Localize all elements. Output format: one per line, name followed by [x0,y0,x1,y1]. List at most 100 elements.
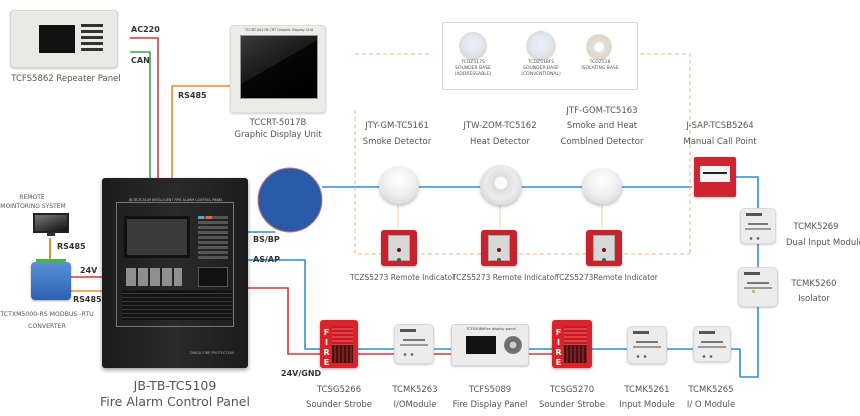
repeater-panel-label: TCFS5862 Repeater Panel [11,74,121,84]
wire-label-as-ap: AS/AP [253,255,280,264]
graphic-display-unit: TCCRT-5017B CRT Graphic Display Unit [230,25,326,113]
base-3-line2: ISOLATING BASE [581,66,619,71]
isolator-name: Isolator [798,294,830,304]
control-panel-name: Fire Alarm Control Panel [100,394,250,409]
wire-24v-gnd [248,287,320,355]
isolator-model: TCMK5260 [791,279,837,289]
base-1-line3: (ADDRESSABLE) [454,72,492,77]
panel-keypad [198,216,228,260]
graphic-display-screen [240,35,318,99]
remote-indicator-2 [481,230,517,266]
call-point-arrows-icon [703,172,727,174]
repeater-keypad [81,24,103,54]
bottom-6-name: I/ O Module [686,400,736,410]
fire-alarm-control-panel: JB-TB-TC5109 INTELLIGENT FIRE ALARM CONT… [102,178,248,368]
base-3-line1: TCDZ518 [589,60,611,65]
isolator-led [752,290,755,293]
panel-lcd [124,216,190,258]
wire-label-rs485-top: RS485 [178,91,207,100]
dashed-zone-right [640,53,691,254]
io-module-5263 [394,324,434,364]
bottom-4-model: TCSG5270 [549,385,595,395]
converter-line2: CONVERTER [28,323,66,330]
fire-display-screen [466,336,496,354]
repeater-screen [39,25,75,53]
dual-input-model: TCMK5269 [793,222,839,232]
fire-display-caption: TCFS5089Fire display panel [466,327,516,331]
detector-3-name2: Combined Detector [560,137,644,147]
heat-detector [480,165,522,205]
graphic-display-model: TCCRT-5017B [249,118,307,128]
sounder-base-addressable [459,32,487,60]
bottom-5-name: Input Module [619,400,675,410]
panel-key-blue [198,216,204,219]
panel-key-orange [206,216,212,219]
manual-call-point [694,157,736,197]
wire-ac220 [130,37,159,178]
wire-label-rs485-monitor: RS485 [57,242,86,251]
dashed-zone-border [354,110,690,255]
wire-label-24v: 24V [80,266,98,275]
panel-status-leds [126,268,182,286]
remote-indicator-2-label: TCZS5273 Remote Indicator [452,273,558,282]
panel-frame [116,202,234,327]
bottom-5-model: TCMK5261 [624,385,670,395]
monitor-icon [33,213,69,233]
base-label-1: TCDZ517S SOUNDER BASE (ADDRESSABLE) [443,60,503,78]
detector-2-name: Heat Detector [470,137,530,147]
smoke-detector [379,166,419,204]
detector-3-model: JTF-GOM-TC5163 [566,106,638,116]
converter-terminal [36,259,66,263]
fire-display-panel: TCFS5089Fire display panel [451,324,529,366]
isolator-module [738,267,778,307]
base-label-2: TCDZ518FS SOUNDER BASE (CONVENTIONAL) [511,60,571,78]
panel-header: JB-TB-TC5109 INTELLIGENT FIRE ALARM CONT… [124,198,228,202]
converter-line1: TCTXM5000-RS MODBUS -RTU [0,311,94,318]
dual-input-name: Dual Input Module [786,238,860,248]
wire-label-ac220: AC220 [131,25,160,34]
combined-detector [582,168,622,204]
bottom-2-name: I/OModule [393,400,437,410]
bottom-6-model: TCMK5265 [688,385,734,395]
detector-1-name: Smoke Detector [362,137,432,147]
modbus-converter [31,259,71,300]
repeater-panel [10,10,118,68]
bottom-3-name: Fire Display Panel [452,400,528,410]
call-point-name: Manual Call Point [683,137,757,147]
wire-as-ap [248,259,320,350]
bases-box [442,22,638,90]
bottom-1-model: TCSG5266 [316,385,362,395]
detector-3-name: Smoke and Heat [566,121,638,131]
monitor-stand [47,233,55,236]
input-module-5261 [627,326,667,364]
wire-can [130,51,151,178]
base-1-line2: SOUNDER BASE [455,66,491,71]
call-point-model: J-SAP-TCSB5264 [686,121,754,131]
remote-indicator-1 [381,230,417,266]
base-label-3: TCDZ518 ISOLATING BASE [570,60,630,72]
sounder-base-conventional [526,31,556,61]
graphic-display-caption: TCCRT-5017B CRT Graphic Display Unit [244,28,314,32]
panel-zone-leds [122,290,232,320]
base-2-line2: SOUNDER BASE [523,66,559,71]
fire-display-dpad-icon [504,336,522,354]
base-2-line1: TCDZ518FS [527,60,555,65]
wire-label-24v-gnd: 24V/GND [281,369,322,378]
graphic-display-name: Graphic Display Unit [234,130,322,140]
panel-printer [198,267,228,287]
wire-rs485-display [171,85,230,178]
bottom-2-model: TCMK5263 [392,385,438,395]
base-2-line3: (CONVENTIONAL) [521,72,561,77]
isolating-base [586,34,612,60]
wire-label-can: CAN [131,56,150,65]
wire-label-bs-bp: BS/BP [253,235,280,244]
remote-monitoring-line1: REMOTE [19,194,45,201]
remote-indicator-3-label: TCZS5273Remote Indicator [555,273,658,282]
base-1-line1: TCDZ517S [461,60,485,65]
bottom-3-model: TCFS5089 [468,385,512,395]
panel-footer: TANDA FIRE PROTECTION [189,351,234,355]
io-module-5265 [693,326,731,362]
